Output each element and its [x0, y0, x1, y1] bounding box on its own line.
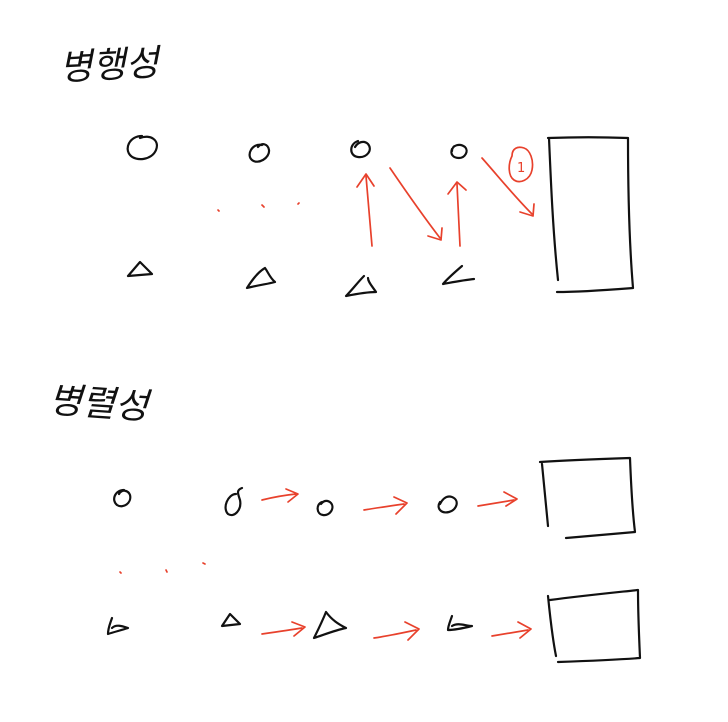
section-parallelism: 병렬성 [47, 380, 642, 664]
flow-arrow [261, 488, 299, 503]
flow-arrow [491, 621, 532, 639]
flow-arrow [477, 491, 518, 507]
ellipsis-dot [261, 204, 265, 208]
dispatch-arrow [481, 157, 533, 215]
thread-triangle-2 [220, 612, 242, 628]
thread-triangle-3 [344, 274, 378, 298]
process-circle-1 [126, 134, 158, 161]
flow-arrow [363, 496, 408, 515]
thread-triangle-1 [126, 260, 154, 278]
ellipsis-dot [119, 571, 122, 574]
process-circle-2 [248, 143, 271, 163]
ellipsis-dot [297, 202, 300, 205]
ellipsis-dot [202, 562, 206, 565]
switch-arrow-up-2 [456, 183, 461, 247]
annotation-circle [508, 146, 534, 183]
flow-arrow [261, 621, 306, 637]
thread-triangle-4 [441, 264, 476, 286]
process-circle-3 [350, 139, 371, 159]
section-concurrency: 병행성 1 [58, 43, 635, 298]
ellipsis-dot [165, 569, 168, 573]
annotation-number: 1 [517, 161, 525, 176]
switch-arrow-down-head [427, 227, 443, 241]
thread-triangle-3 [312, 610, 348, 640]
thread-triangle-1 [106, 616, 130, 636]
switch-arrow-up-1 [365, 175, 373, 247]
switch-arrow-up-1-head [356, 173, 375, 188]
switch-arrow-up-2-head [447, 181, 467, 195]
process-circle-4 [437, 495, 458, 514]
process-circle-4 [450, 143, 468, 160]
section-title-concurrency: 병행성 [58, 43, 163, 89]
process-circle-1 [113, 488, 132, 508]
cpu-box-1 [538, 456, 637, 540]
cpu-box [546, 136, 635, 294]
flow-arrow [373, 621, 420, 641]
ellipsis-dot [217, 209, 220, 212]
section-title-parallelism: 병렬성 [47, 380, 153, 428]
process-circle-3 [316, 499, 334, 517]
process-circle-2 [224, 486, 244, 517]
thread-triangle-2 [245, 266, 277, 290]
switch-arrow-down [389, 167, 441, 239]
cpu-box-2 [546, 588, 642, 664]
thread-triangle-4 [446, 614, 474, 632]
dispatch-arrow-head [519, 203, 535, 217]
